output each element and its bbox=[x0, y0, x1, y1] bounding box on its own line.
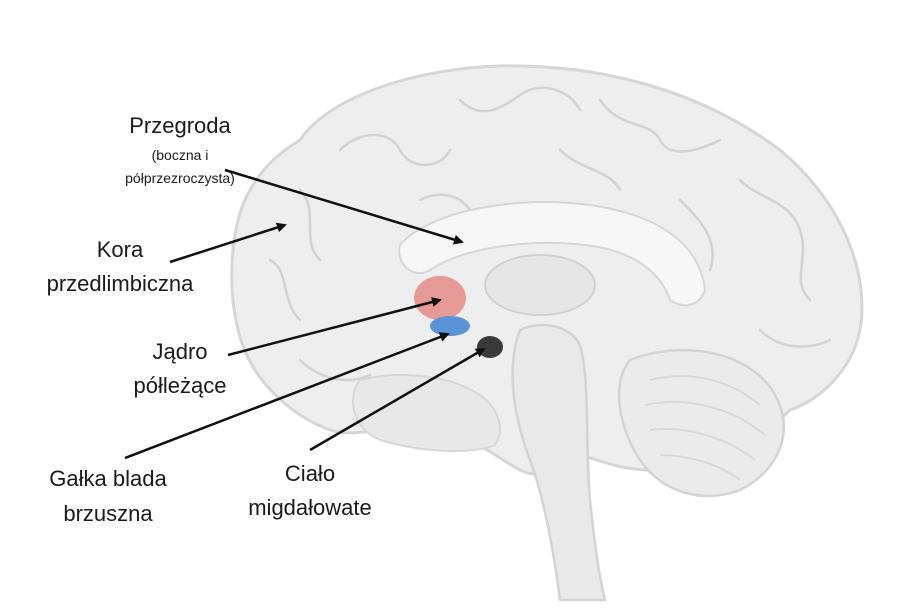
label-cortex-1: Kora bbox=[96, 237, 144, 262]
label-nucleus-1: Jądro bbox=[152, 339, 208, 364]
label-cortex-2: przedlimbiczna bbox=[46, 271, 194, 296]
cerebellum bbox=[617, 349, 785, 498]
label-nucleus-2: półleżące bbox=[133, 373, 227, 398]
thalamus bbox=[484, 254, 596, 316]
arrow-septum bbox=[224, 168, 464, 245]
corpus-callosum bbox=[398, 200, 707, 307]
label-septum-sub-2: półprzezroczysta) bbox=[125, 170, 235, 186]
label-amygdala-2: migdałowate bbox=[248, 495, 372, 520]
label-septum-sub-1: (boczna i bbox=[151, 147, 209, 163]
arrow-cortex bbox=[169, 222, 287, 264]
label-septum-title: Przegroda bbox=[129, 113, 231, 138]
nucleus-accumbens-region bbox=[430, 316, 470, 336]
amygdala-region bbox=[477, 336, 503, 358]
label-pallidum-2: brzuszna bbox=[63, 501, 153, 526]
arrow-pallidum bbox=[124, 332, 450, 460]
arrow-amygdala bbox=[309, 347, 486, 452]
label-pallidum-1: Gałka blada bbox=[49, 466, 167, 491]
brainstem bbox=[511, 323, 607, 602]
septum-region bbox=[414, 276, 466, 320]
arrow-nucleus bbox=[227, 297, 442, 357]
cerebellum-folia bbox=[644, 375, 766, 481]
label-amygdala-1: Ciało bbox=[284, 461, 336, 486]
